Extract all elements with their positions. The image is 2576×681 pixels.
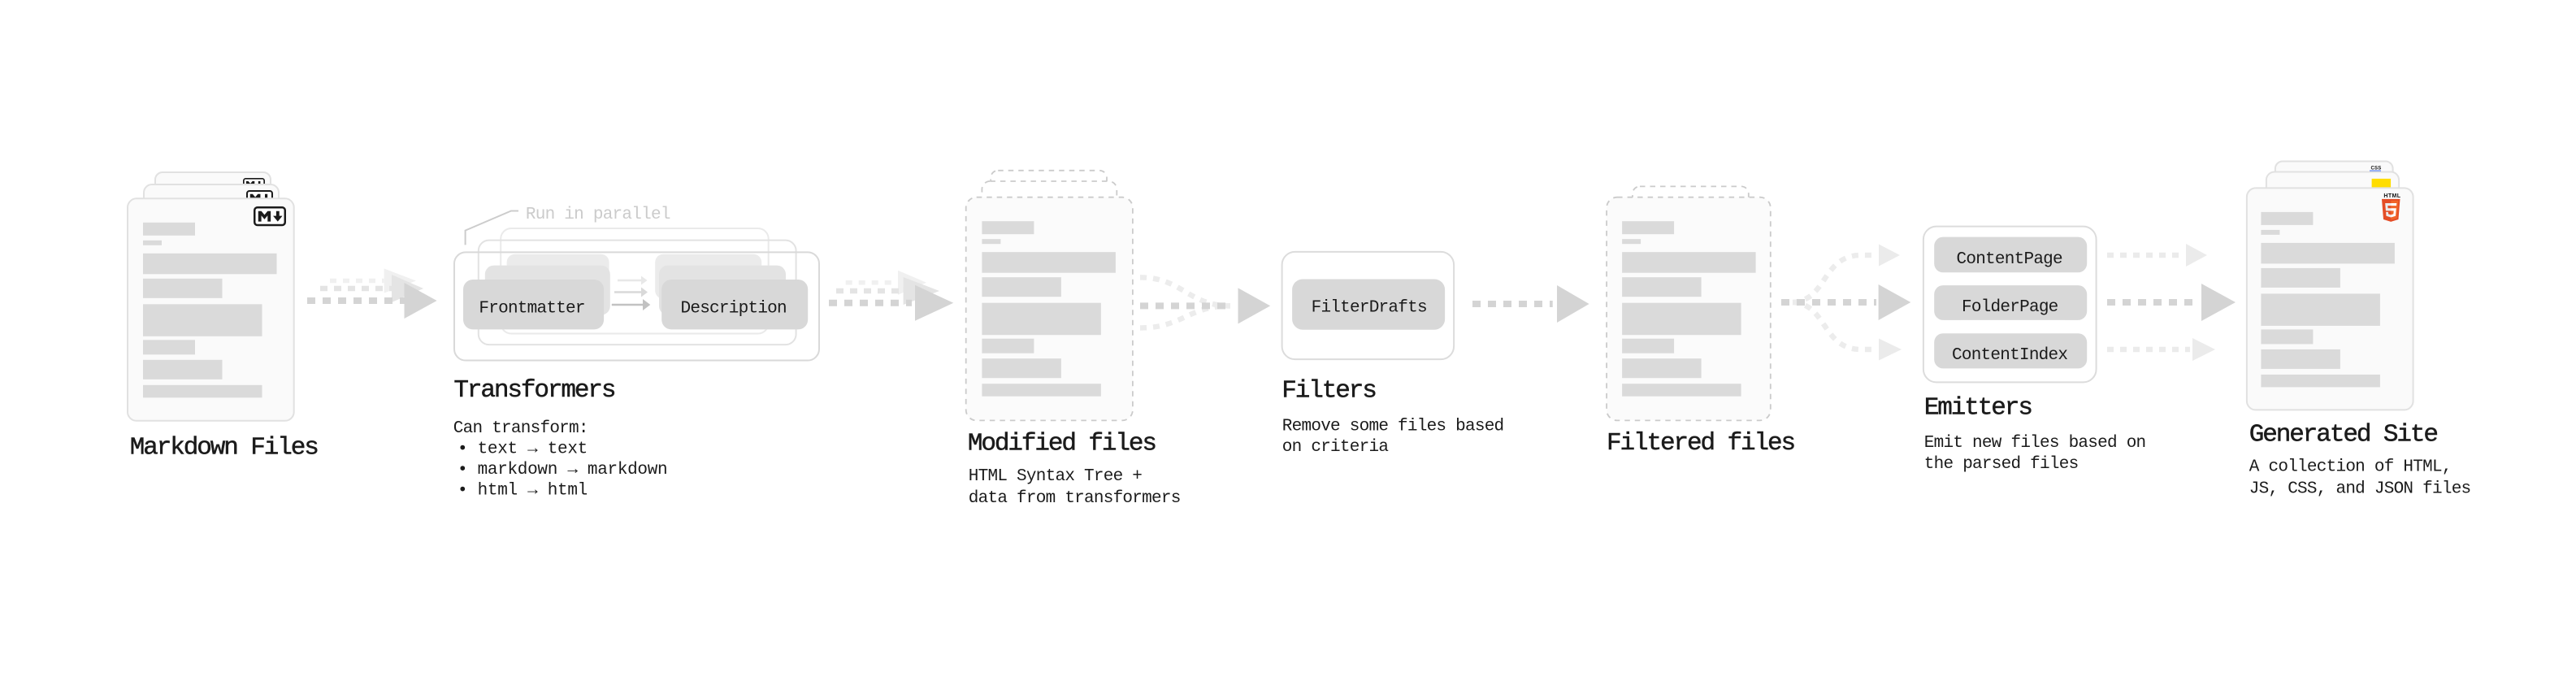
- svg-text:Can transform:: Can transform:: [453, 419, 588, 438]
- svg-text:Markdown Files: Markdown Files: [130, 434, 319, 462]
- svg-text:A collection of HTML,: A collection of HTML,: [2249, 458, 2452, 476]
- svg-text:Transformers: Transformers: [453, 376, 615, 405]
- svg-text:Filters: Filters: [1281, 376, 1376, 405]
- svg-text:ContentIndex: ContentIndex: [1952, 346, 2067, 365]
- svg-text:• html → html: • html → html: [458, 482, 588, 501]
- svg-text:Emitters: Emitters: [1924, 394, 2032, 423]
- svg-text:Filtered files: Filtered files: [1607, 429, 1795, 458]
- svg-text:Remove some files based: Remove some files based: [1282, 417, 1504, 436]
- svg-text:the parsed files: the parsed files: [1924, 455, 2079, 474]
- svg-text:FolderPage: FolderPage: [1962, 298, 2058, 317]
- svg-text:• text → text: • text → text: [458, 440, 588, 459]
- svg-text:Description: Description: [681, 300, 787, 319]
- svg-text:CSS: CSS: [2371, 167, 2382, 171]
- svg-text:data from transformers: data from transformers: [969, 489, 1181, 508]
- svg-text:Emit new files based on: Emit new files based on: [1924, 434, 2146, 453]
- svg-text:• markdown → markdown: • markdown → markdown: [458, 461, 667, 479]
- svg-text:Modified files: Modified files: [968, 430, 1156, 458]
- svg-text:JS, CSS, and JSON files: JS, CSS, and JSON files: [2249, 480, 2471, 499]
- svg-text:ContentPage: ContentPage: [1957, 250, 2063, 269]
- svg-text:HTML: HTML: [2383, 193, 2400, 199]
- svg-text:Run in parallel: Run in parallel: [526, 206, 670, 224]
- svg-text:Generated Site: Generated Site: [2249, 420, 2438, 449]
- svg-text:FilterDrafts: FilterDrafts: [1312, 298, 1427, 317]
- svg-text:on criteria: on criteria: [1282, 438, 1389, 457]
- svg-text:Frontmatter: Frontmatter: [479, 300, 584, 319]
- svg-text:HTML Syntax Tree +: HTML Syntax Tree +: [969, 467, 1142, 486]
